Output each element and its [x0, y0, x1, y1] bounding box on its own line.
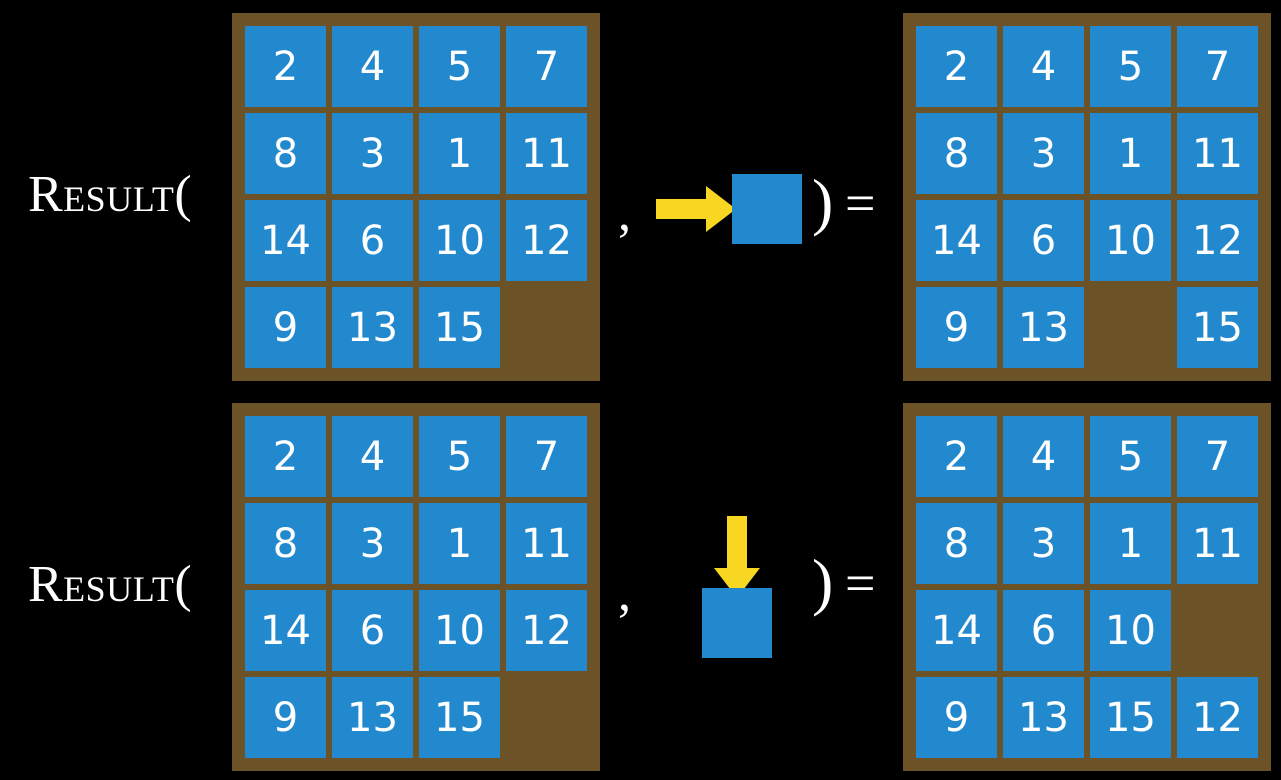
result-label-row-1: Result(	[28, 166, 193, 223]
tile[interactable]: 1	[419, 503, 500, 584]
tile[interactable]: 13	[1003, 677, 1084, 758]
tile[interactable]: 7	[1177, 416, 1258, 497]
tile[interactable]: 4	[332, 26, 413, 107]
tile[interactable]: 1	[1090, 113, 1171, 194]
comma-row-1: ,	[618, 185, 631, 242]
arrow-right-icon	[656, 186, 736, 232]
direction-tile-row-1	[732, 174, 802, 244]
tile[interactable]: 2	[916, 416, 997, 497]
tile[interactable]: 10	[1090, 590, 1171, 671]
tile[interactable]: 15	[1177, 287, 1258, 368]
tile[interactable]: 15	[419, 677, 500, 758]
tile[interactable]: 6	[332, 590, 413, 671]
tile[interactable]: 9	[916, 287, 997, 368]
equals-sign-row-2: =	[845, 553, 876, 613]
tile[interactable]: 14	[916, 200, 997, 281]
tile[interactable]: 7	[506, 416, 587, 497]
tile[interactable]: 4	[332, 416, 413, 497]
tile[interactable]: 5	[419, 416, 500, 497]
tile[interactable]: 13	[332, 677, 413, 758]
close-paren-row-2: )	[812, 546, 834, 617]
close-paren-row-1: )	[812, 166, 834, 237]
tile[interactable]: 11	[1177, 113, 1258, 194]
empty-cell	[1090, 287, 1171, 368]
tile[interactable]: 6	[1003, 590, 1084, 671]
tile[interactable]: 10	[419, 200, 500, 281]
result-label-row-2: Result(	[28, 556, 193, 613]
tile[interactable]: 5	[1090, 416, 1171, 497]
tile[interactable]: 11	[506, 113, 587, 194]
tile[interactable]: 15	[1090, 677, 1171, 758]
tile[interactable]: 2	[245, 416, 326, 497]
tile[interactable]: 2	[245, 26, 326, 107]
tile[interactable]: 6	[1003, 200, 1084, 281]
tile[interactable]: 1	[1090, 503, 1171, 584]
tile[interactable]: 4	[1003, 416, 1084, 497]
tile[interactable]: 1	[419, 113, 500, 194]
tile[interactable]: 2	[916, 26, 997, 107]
tile[interactable]: 12	[1177, 200, 1258, 281]
tile[interactable]: 14	[916, 590, 997, 671]
tile[interactable]: 5	[1090, 26, 1171, 107]
empty-cell	[506, 677, 587, 758]
tile[interactable]: 11	[1177, 503, 1258, 584]
tile[interactable]: 8	[245, 503, 326, 584]
tile[interactable]: 8	[916, 113, 997, 194]
tile[interactable]: 9	[245, 287, 326, 368]
tile[interactable]: 8	[245, 113, 326, 194]
tile[interactable]: 8	[916, 503, 997, 584]
tile[interactable]: 10	[1090, 200, 1171, 281]
tile[interactable]: 4	[1003, 26, 1084, 107]
tile[interactable]: 10	[419, 590, 500, 671]
equals-sign-row-1: =	[845, 173, 876, 233]
tile[interactable]: 6	[332, 200, 413, 281]
tile[interactable]: 3	[1003, 113, 1084, 194]
tile[interactable]: 9	[245, 677, 326, 758]
tile[interactable]: 12	[1177, 677, 1258, 758]
tile[interactable]: 3	[332, 113, 413, 194]
direction-tile-row-2	[702, 588, 772, 658]
tile[interactable]: 3	[1003, 503, 1084, 584]
tile[interactable]: 14	[245, 200, 326, 281]
tile[interactable]: 9	[916, 677, 997, 758]
comma-row-2: ,	[618, 565, 631, 622]
empty-cell	[506, 287, 587, 368]
tile[interactable]: 12	[506, 200, 587, 281]
tile[interactable]: 13	[332, 287, 413, 368]
tile[interactable]: 13	[1003, 287, 1084, 368]
tile[interactable]: 11	[506, 503, 587, 584]
tile[interactable]: 7	[1177, 26, 1258, 107]
arrow-down-icon	[714, 516, 760, 598]
tile[interactable]: 15	[419, 287, 500, 368]
tile[interactable]: 12	[506, 590, 587, 671]
tile[interactable]: 5	[419, 26, 500, 107]
tile[interactable]: 3	[332, 503, 413, 584]
tile[interactable]: 7	[506, 26, 587, 107]
tile[interactable]: 14	[245, 590, 326, 671]
empty-cell	[1177, 590, 1258, 671]
